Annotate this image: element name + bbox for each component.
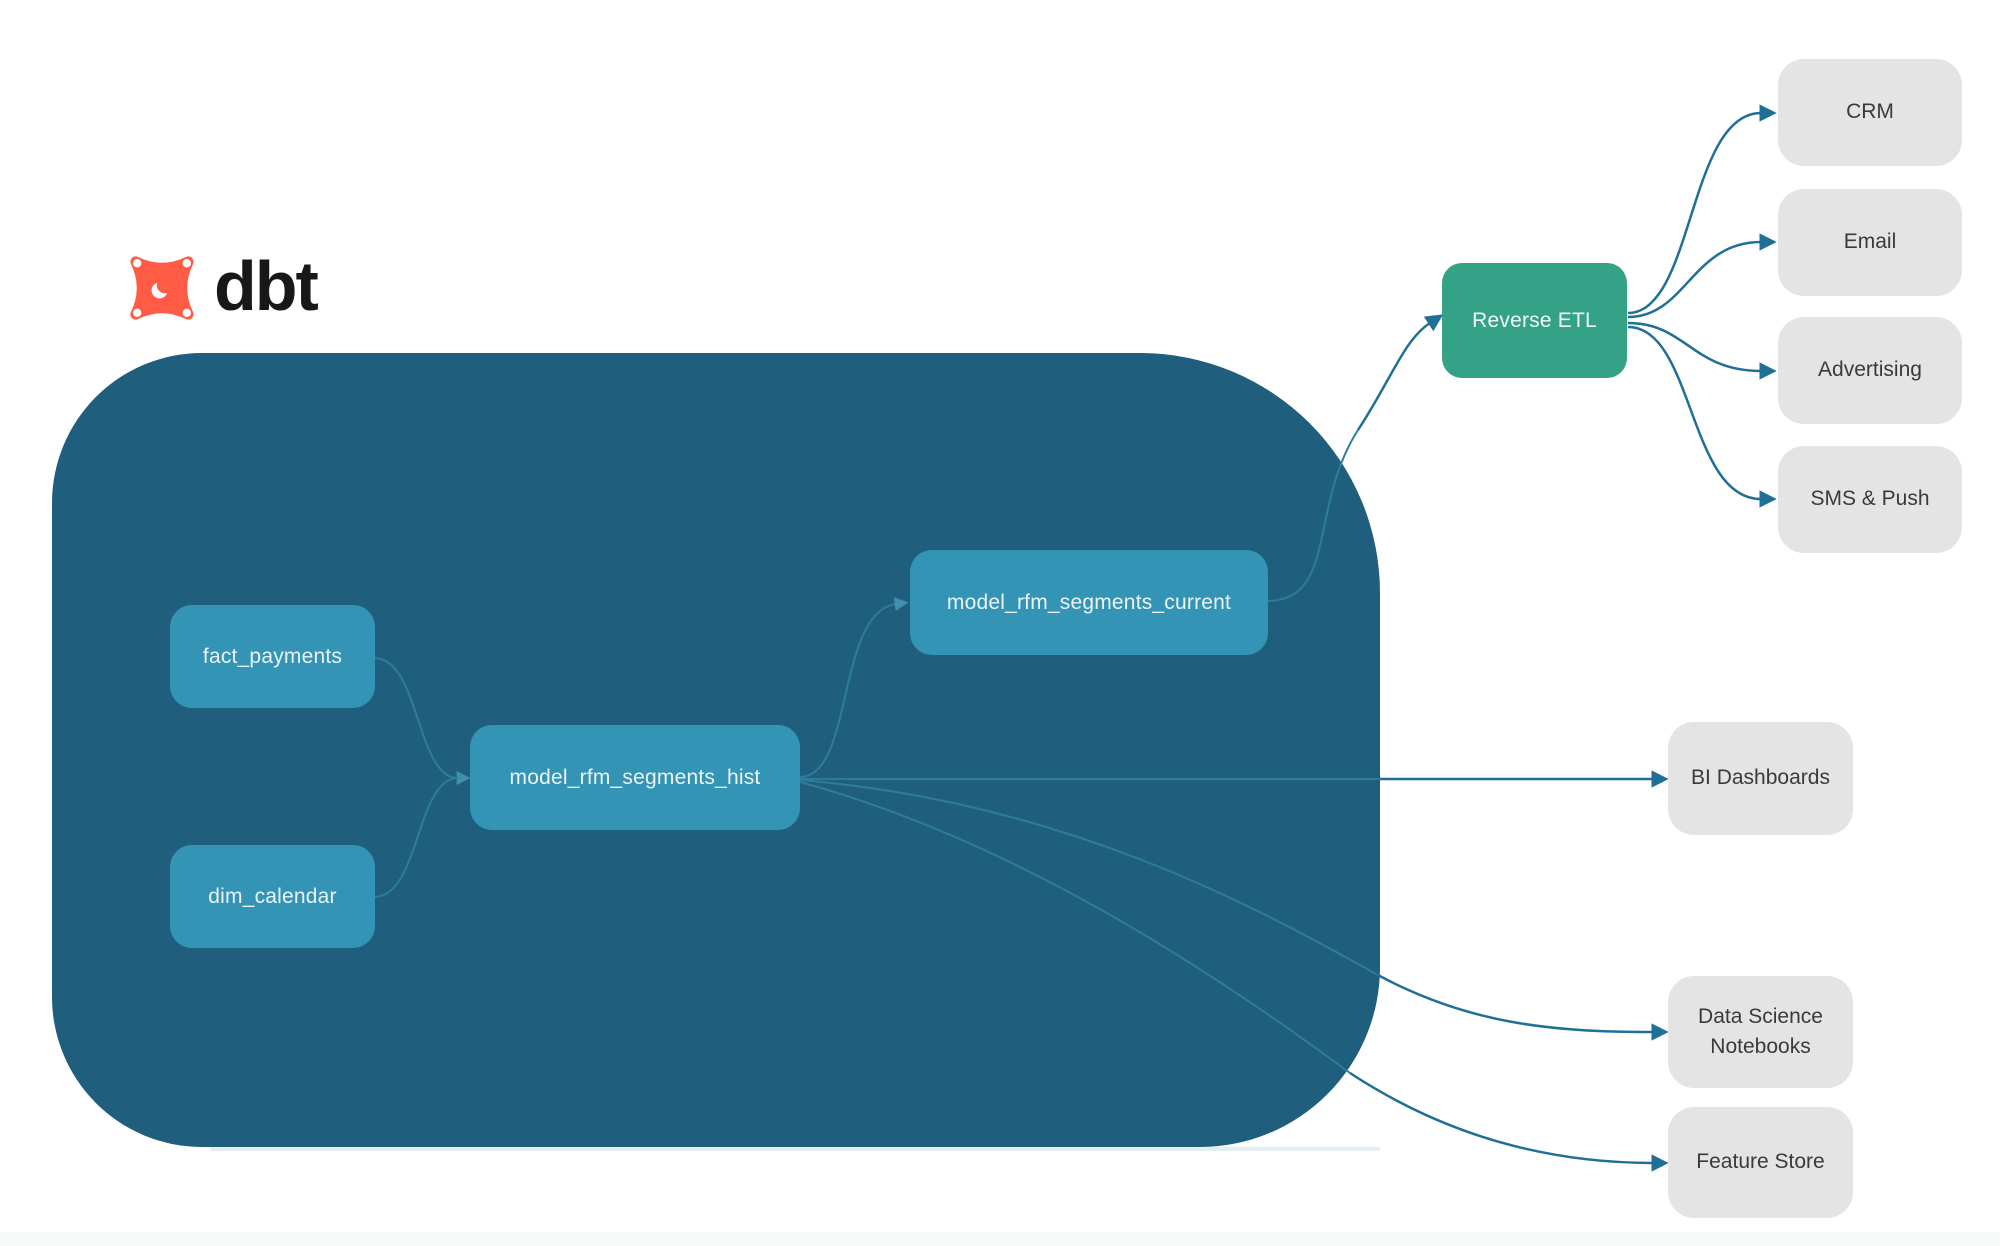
edge-hist-to-datascience-outer xyxy=(1375,972,1669,1041)
node-reverse-etl: Reverse ETL xyxy=(1442,263,1627,378)
box-advertising: Advertising xyxy=(1778,317,1962,424)
node-dim-calendar: dim_calendar xyxy=(170,845,375,948)
dbt-logo: dbt xyxy=(122,247,319,328)
node-model-rfm-segments-current: model_rfm_segments_current xyxy=(910,550,1268,655)
dbt-logo-wordmark: dbt xyxy=(214,247,319,325)
dbt-logo-icon xyxy=(130,256,194,320)
box-bi-dashboards: BI Dashboards xyxy=(1668,722,1853,835)
node-model-rfm-segments-hist-label: model_rfm_segments_hist xyxy=(509,765,761,789)
edge-current-to-reverse-etl-outer xyxy=(1356,314,1444,431)
edge-reverse-etl-to-crm xyxy=(1627,104,1777,315)
box-data-science-notebooks: Data Science Notebooks xyxy=(1668,976,1853,1088)
box-sms-push-label: SMS & Push xyxy=(1810,487,1930,511)
box-advertising-label: Advertising xyxy=(1818,358,1922,382)
box-crm-label: CRM xyxy=(1846,100,1894,124)
edge-reverse-etl-to-email xyxy=(1627,233,1777,319)
node-dim-calendar-label: dim_calendar xyxy=(208,884,337,908)
box-feature-store: Feature Store xyxy=(1668,1107,1853,1218)
box-data-science-notebooks-label: Data Science Notebooks xyxy=(1698,1004,1823,1058)
box-feature-store-label: Feature Store xyxy=(1696,1150,1825,1174)
node-model-rfm-segments-current-label: model_rfm_segments_current xyxy=(946,590,1232,614)
page-bottom-band xyxy=(0,1232,2000,1246)
box-crm: CRM xyxy=(1778,59,1962,166)
edge-hist-to-featurestore-outer xyxy=(1349,1071,1669,1172)
box-email-label: Email xyxy=(1843,230,1897,254)
node-fact-payments: fact_payments xyxy=(170,605,375,708)
node-model-rfm-segments-hist: model_rfm_segments_hist xyxy=(470,725,800,830)
node-fact-payments-label: fact_payments xyxy=(202,644,343,668)
box-email: Email xyxy=(1778,189,1962,296)
container-bottom-glow xyxy=(210,1147,1380,1151)
box-bi-dashboards-label: BI Dashboards xyxy=(1691,766,1830,790)
edge-reverse-etl-to-advertising xyxy=(1627,321,1777,380)
edge-reverse-etl-to-sms-push xyxy=(1627,325,1777,508)
box-sms-push: SMS & Push xyxy=(1778,446,1962,553)
node-reverse-etl-label: Reverse ETL xyxy=(1472,308,1597,332)
